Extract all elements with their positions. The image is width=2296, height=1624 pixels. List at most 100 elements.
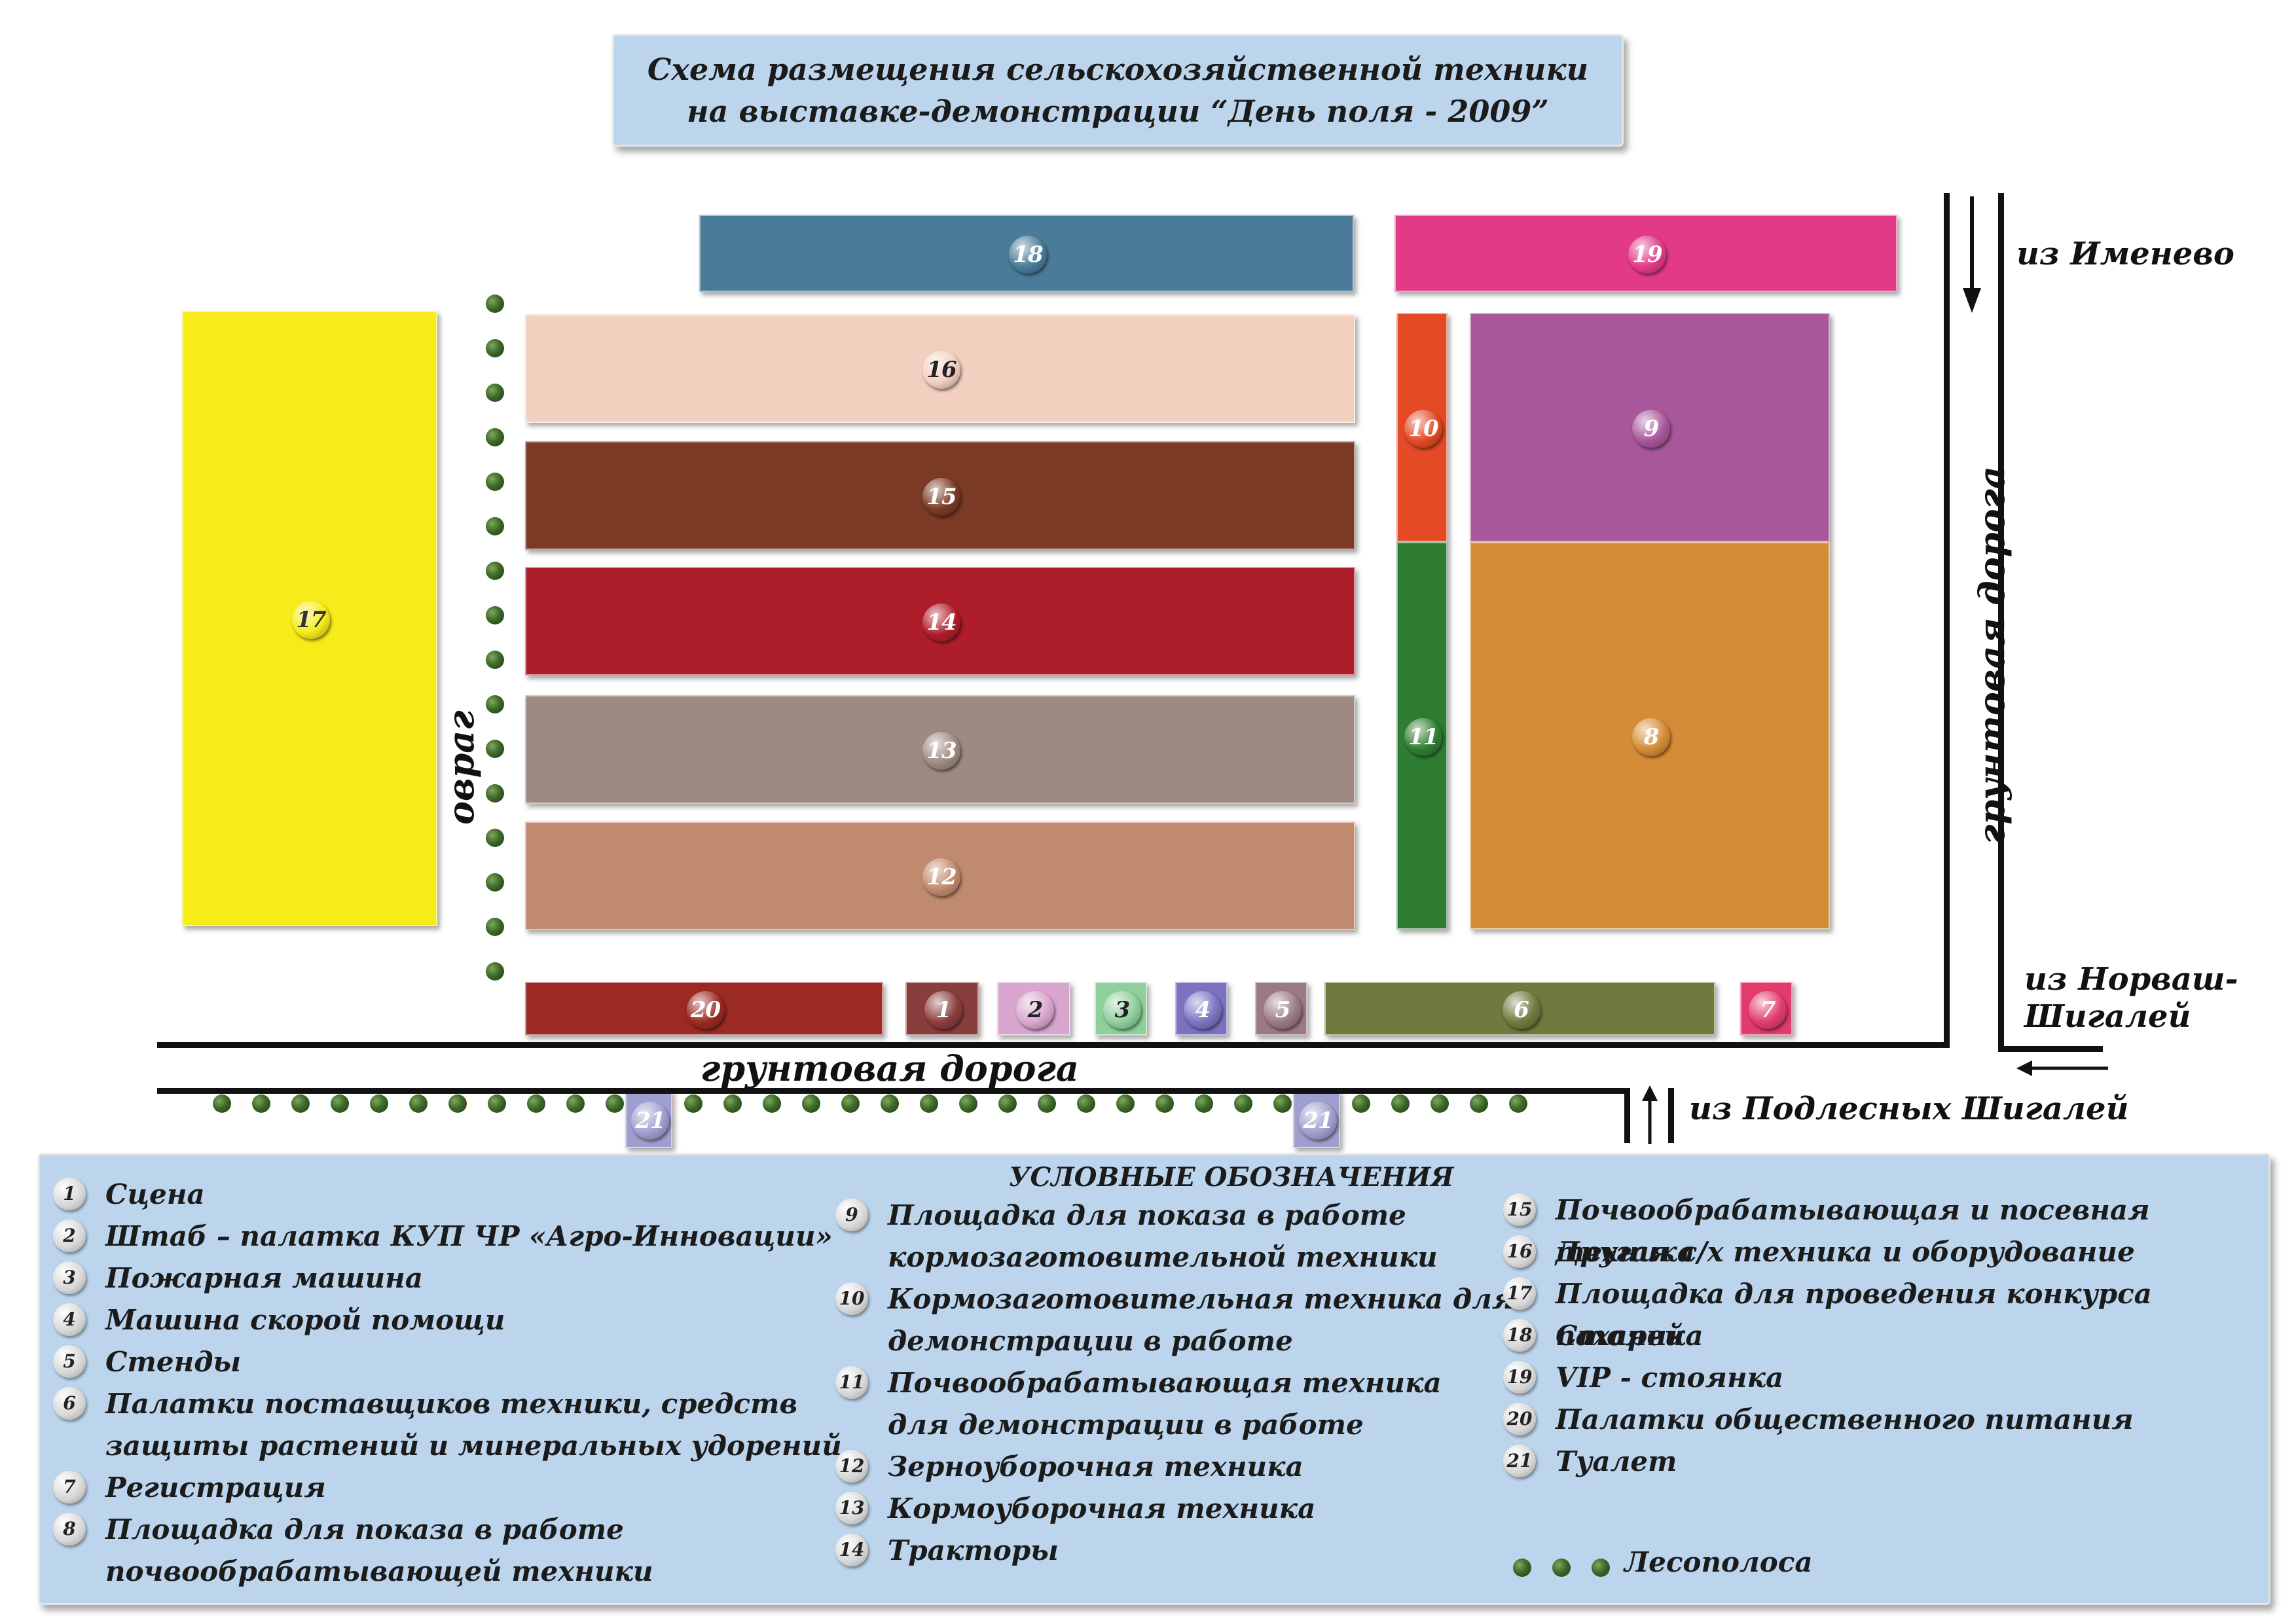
legend-forest-symbol — [1513, 1555, 1624, 1581]
zone-number-badge: 1 — [924, 991, 962, 1029]
tree-icon — [486, 339, 504, 357]
legend-number-badge: 18 — [1503, 1319, 1536, 1352]
legend-item-text: Площадка для показа в работе кормозаготов… — [888, 1195, 1438, 1278]
legend-item-11: 11 Почвообрабатывающая техника для демонст… — [835, 1362, 1442, 1446]
zone-number-badge: 20 — [686, 991, 725, 1029]
zone-5: 5 — [1255, 982, 1307, 1036]
arrow-down-icon — [1963, 196, 1981, 313]
legend-item-line: Машина скорой помощи — [105, 1304, 505, 1336]
legend-number-badge: 3 — [53, 1261, 86, 1294]
tree-icon — [486, 473, 504, 491]
zone-number-badge: 10 — [1404, 410, 1442, 448]
tree-icon — [486, 428, 504, 446]
label-from-podlesnye: из Подлесных Шигалей — [1689, 1091, 2129, 1127]
tree-icon — [841, 1094, 860, 1113]
tree-icon — [486, 651, 504, 669]
zone-9: 9 — [1470, 313, 1830, 542]
legend-item-text: Кормоуборочная техника — [888, 1488, 1315, 1530]
label-from-norvash-2: Шигалей — [2024, 998, 2191, 1035]
road-bottom-upper-line — [157, 1042, 1950, 1048]
legend-number-badge: 16 — [1503, 1235, 1536, 1268]
zone-16: 16 — [525, 314, 1355, 423]
tree-icon — [684, 1094, 702, 1113]
tree-icon — [1513, 1559, 1531, 1577]
legend-number-badge: 2 — [53, 1219, 86, 1252]
legend-item-16: 16 Другая с/х техника и оборудование — [1503, 1231, 2135, 1273]
legend-item-line: демонстрации в работе — [888, 1325, 1293, 1357]
legend-item-line: почвообрабатывающей техники — [105, 1555, 653, 1587]
label-dirt-road-right: грунтовая дорога — [1971, 466, 2013, 844]
tree-icon — [486, 384, 504, 402]
zone-number-badge: 4 — [1184, 991, 1222, 1029]
legend-number-badge: 20 — [1503, 1403, 1536, 1435]
legend-item-line: Стенды — [105, 1346, 242, 1378]
legend-item-line: Почвообрабатывающая и посевная техника — [1556, 1194, 2150, 1268]
road-right-bottom-line — [1998, 1046, 2103, 1052]
tree-icon — [1552, 1559, 1571, 1577]
tree-icon — [486, 829, 504, 847]
zone-19: 19 — [1394, 215, 1897, 292]
tree-icon — [1592, 1559, 1610, 1577]
tree-icon — [998, 1094, 1017, 1113]
tree-icon — [252, 1094, 270, 1113]
legend-item-line: кормозаготовительной техники — [888, 1241, 1438, 1273]
legend-item-text: Почвообрабатывающая и посевная техника — [1556, 1189, 2269, 1273]
road-spur-right — [1668, 1088, 1674, 1143]
tree-icon — [486, 873, 504, 892]
zone-number-badge: 15 — [922, 478, 960, 516]
zone-number-badge: 21 — [631, 1102, 669, 1140]
legend-number-badge: 17 — [1503, 1277, 1536, 1310]
legend-number-badge: 11 — [835, 1366, 868, 1399]
zone-number-badge: 17 — [292, 601, 330, 639]
tree-icon — [566, 1094, 585, 1113]
tree-icon — [486, 562, 504, 580]
legend-item-text: Регистрация — [105, 1467, 326, 1509]
tree-icon — [802, 1094, 820, 1113]
tree-icon — [1391, 1094, 1410, 1113]
legend-item-text: Палатки общественного питания — [1556, 1399, 2134, 1441]
tree-icon — [1509, 1094, 1527, 1113]
road-right-inner-line — [1944, 193, 1950, 1048]
zone-number-badge: 12 — [922, 858, 960, 896]
zone-7: 7 — [1740, 982, 1793, 1036]
legend-number-badge: 1 — [53, 1178, 86, 1210]
map-title-line-1: Схема размещения сельскохозяйственной те… — [647, 52, 1589, 87]
legend-number-badge: 12 — [835, 1450, 868, 1483]
zone-number-badge: 9 — [1632, 410, 1670, 448]
zone-21: 21 — [1293, 1091, 1340, 1148]
zone-21: 21 — [625, 1091, 672, 1148]
legend-item-line: Тракторы — [888, 1534, 1059, 1566]
legend-item-line: для демонстрации в работе — [888, 1409, 1364, 1441]
legend-forest-label: Лесополоса — [1624, 1546, 1813, 1578]
legend-item-20: 20 Палатки общественного питания — [1503, 1399, 2134, 1441]
legend-item-text: Стенды — [105, 1341, 241, 1383]
zone-1: 1 — [905, 982, 979, 1036]
zone-4: 4 — [1175, 982, 1228, 1036]
tree-icon — [409, 1094, 428, 1113]
legend-item-line: Штаб – палатка КУП ЧР «Агро-Инновации» — [105, 1220, 833, 1252]
legend-item-line: Регистрация — [105, 1471, 326, 1504]
tree-icon — [959, 1094, 977, 1113]
legend-item-text: Штаб – палатка КУП ЧР «Агро-Инновации» — [105, 1216, 833, 1257]
legend-item-line: Кормоуборочная техника — [888, 1492, 1316, 1525]
map-title-box: Схема размещения сельскохозяйственной те… — [612, 34, 1624, 147]
zone-number-badge: 21 — [1299, 1102, 1337, 1140]
zone-number-badge: 3 — [1103, 991, 1141, 1029]
legend-item-line: Площадка для показа в работе — [888, 1199, 1406, 1231]
legend-item-line: Почвообрабатывающая техника — [888, 1367, 1442, 1399]
legend-number-badge: 6 — [53, 1387, 86, 1420]
legend-item-text: Другая с/х техника и оборудование — [1556, 1231, 2135, 1273]
tree-icon — [920, 1094, 938, 1113]
